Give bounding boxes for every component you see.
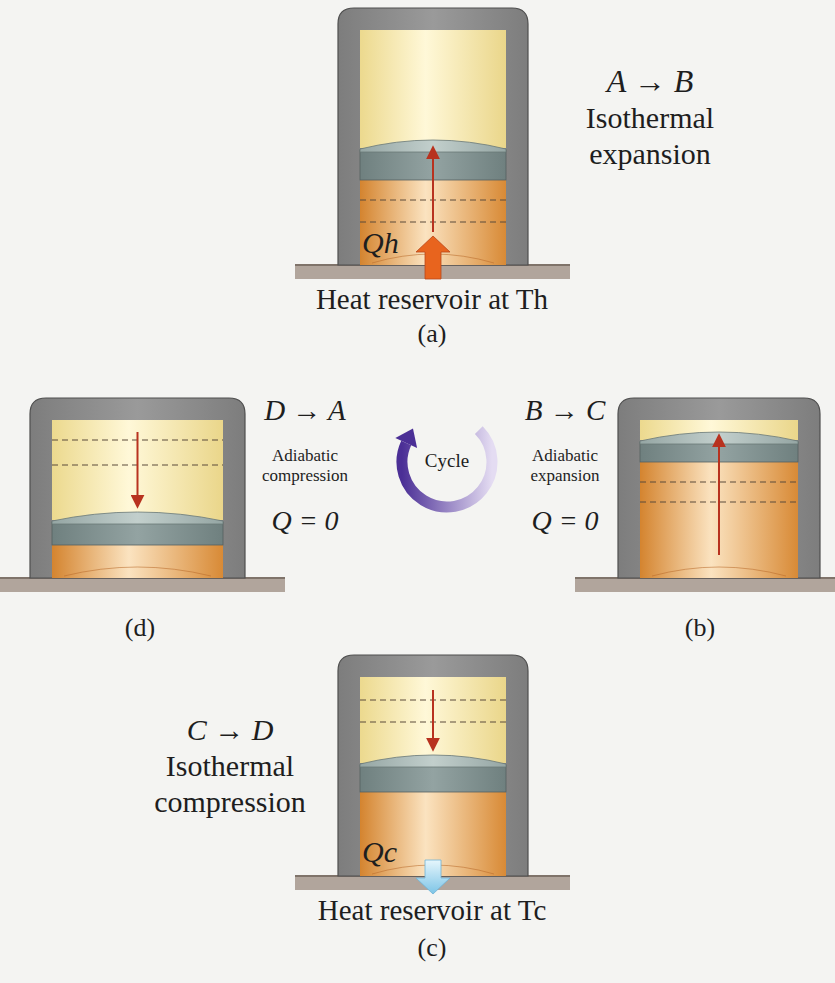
step-label: A → B [607,62,694,100]
cylinder-wall [338,8,528,265]
cylinder [30,398,245,578]
heat-symbol: Qh [362,225,399,261]
heat-symbol: Qc [362,834,397,870]
piston [360,765,506,792]
gas-contour [652,567,786,576]
heat-in-arrow [416,236,450,279]
gas-contour [64,567,211,576]
process-name: Adiabatic compression [255,446,355,487]
heat-value: Q = 0 [531,504,598,538]
cylinder [618,398,820,578]
cold-gas-space [360,30,506,148]
reservoir-label: Heat reservoir at Tc [318,893,547,928]
piston [52,522,223,545]
heat-out-arrow [416,860,450,894]
cylinder-wall [618,398,820,578]
panel-letter: (c) [418,932,447,963]
process-name: Adiabatic expansion [515,446,615,487]
cylinder [338,655,528,876]
reservoir-base [0,578,285,592]
cold-gas-space [52,420,223,520]
cylinder [338,8,528,265]
process-name: Isothermal compression [138,748,323,820]
piston-motion-arrow [137,432,139,506]
piston-motion-arrow [432,690,434,749]
reservoir-base [575,578,835,592]
cycle-label: Cycle [425,450,469,473]
cold-gas-space [360,677,506,763]
reservoir-label: Heat reservoir at Th [316,282,548,317]
process-name: Isothermal expansion [570,100,730,172]
cylinder-wall [30,398,245,578]
piston-dome [360,755,506,767]
cylinder-wall [338,655,528,876]
panel-letter: (b) [685,612,715,643]
piston-motion-arrow [718,436,720,555]
cycle-arrow-head [395,428,417,448]
heat-value: Q = 0 [271,504,338,538]
step-label: B → C [525,393,606,428]
piston-motion-arrow [432,148,434,232]
panel-letter: (a) [418,318,447,349]
working-gas [52,545,223,578]
piston-dome [52,512,223,524]
step-label: D → A [264,393,346,428]
panel-letter: (d) [125,612,155,643]
step-label: C → D [187,712,274,748]
